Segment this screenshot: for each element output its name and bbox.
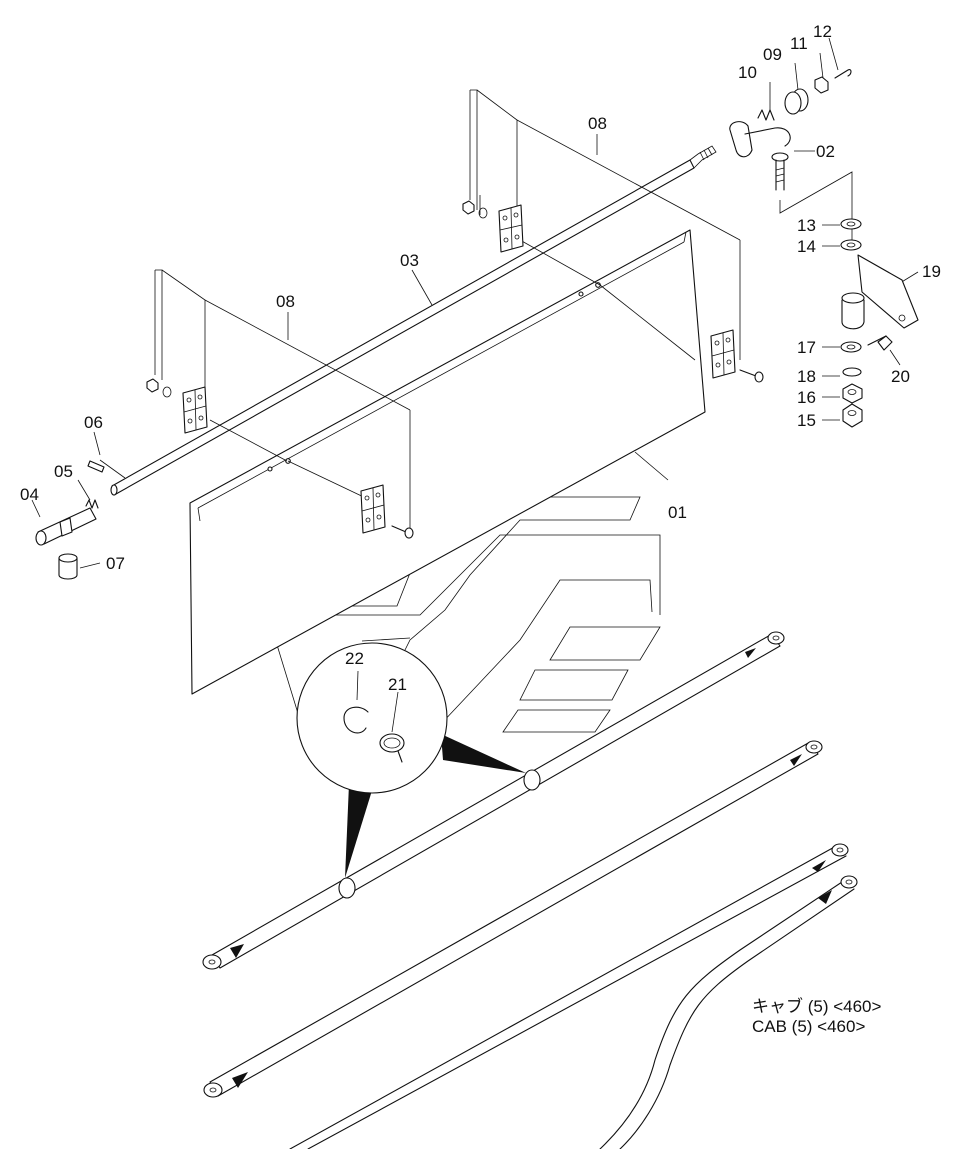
detail-callout — [296, 642, 526, 878]
label-05: 05 — [54, 462, 73, 481]
part-16-nut — [842, 383, 863, 404]
part-02-bolt-lever — [729, 121, 791, 191]
hinge-08-lower-right — [360, 484, 386, 534]
screw-lower — [391, 525, 414, 539]
part-13-washer — [840, 218, 862, 230]
panel-01 — [189, 229, 706, 695]
part-06-pin — [87, 460, 105, 473]
part-14-washer — [840, 239, 862, 251]
label-11: 11 — [790, 34, 808, 53]
label-21: 21 — [388, 675, 407, 694]
part-10-spring — [757, 109, 775, 121]
part-17-washer — [840, 341, 862, 353]
label-12: 12 — [813, 22, 832, 41]
hinge-08-upper — [498, 204, 524, 253]
hinge-08-right — [710, 329, 736, 379]
label-13: 13 — [797, 216, 816, 235]
part-19-bracket — [841, 254, 919, 330]
part-05-spring — [85, 499, 99, 509]
part-22-clip-ring — [343, 706, 369, 734]
part-18-lock-washer — [842, 367, 862, 377]
screw-right — [739, 369, 764, 383]
caption-en: CAB (5) <460> — [752, 1017, 866, 1036]
stay-bar-2 — [203, 740, 823, 1098]
label-02: 02 — [816, 142, 835, 161]
label-15: 15 — [797, 411, 816, 430]
stay-bar-4 — [599, 875, 858, 1149]
label-08-upper: 08 — [588, 114, 607, 133]
label-04: 04 — [20, 485, 39, 504]
label-20: 20 — [891, 367, 910, 386]
label-16: 16 — [797, 388, 816, 407]
stay-bar-1 — [202, 631, 785, 970]
part-11-nut — [814, 76, 829, 94]
part-labels: 01 02 03 04 05 06 07 08 08 09 10 11 12 1… — [20, 22, 941, 694]
label-03: 03 — [400, 251, 419, 270]
part-15-nut — [842, 403, 863, 428]
label-19: 19 — [922, 262, 941, 281]
hinge-hardware — [146, 200, 764, 539]
part-20-bolt — [867, 335, 893, 351]
label-09: 09 — [763, 45, 782, 64]
caption-jp: キャブ (5) <460> — [752, 997, 882, 1016]
label-17: 17 — [797, 338, 816, 357]
part-07-sleeve — [58, 553, 78, 580]
stay-bar-3 — [289, 843, 849, 1149]
part-09-collar — [784, 88, 809, 115]
label-01: 01 — [668, 503, 687, 522]
hinge-08-lower-left — [182, 386, 208, 434]
part-04-key-handle — [35, 507, 97, 546]
part-12-cotter-pin — [834, 69, 852, 79]
leader-lines — [31, 37, 919, 642]
part-21-clamp — [379, 733, 405, 763]
label-18: 18 — [797, 367, 816, 386]
label-10: 10 — [738, 63, 757, 82]
label-06: 06 — [84, 413, 103, 432]
label-07: 07 — [106, 554, 125, 573]
label-08-lower: 08 — [276, 292, 295, 311]
label-22: 22 — [345, 649, 364, 668]
rod-03 — [110, 145, 717, 496]
label-14: 14 — [797, 237, 816, 256]
